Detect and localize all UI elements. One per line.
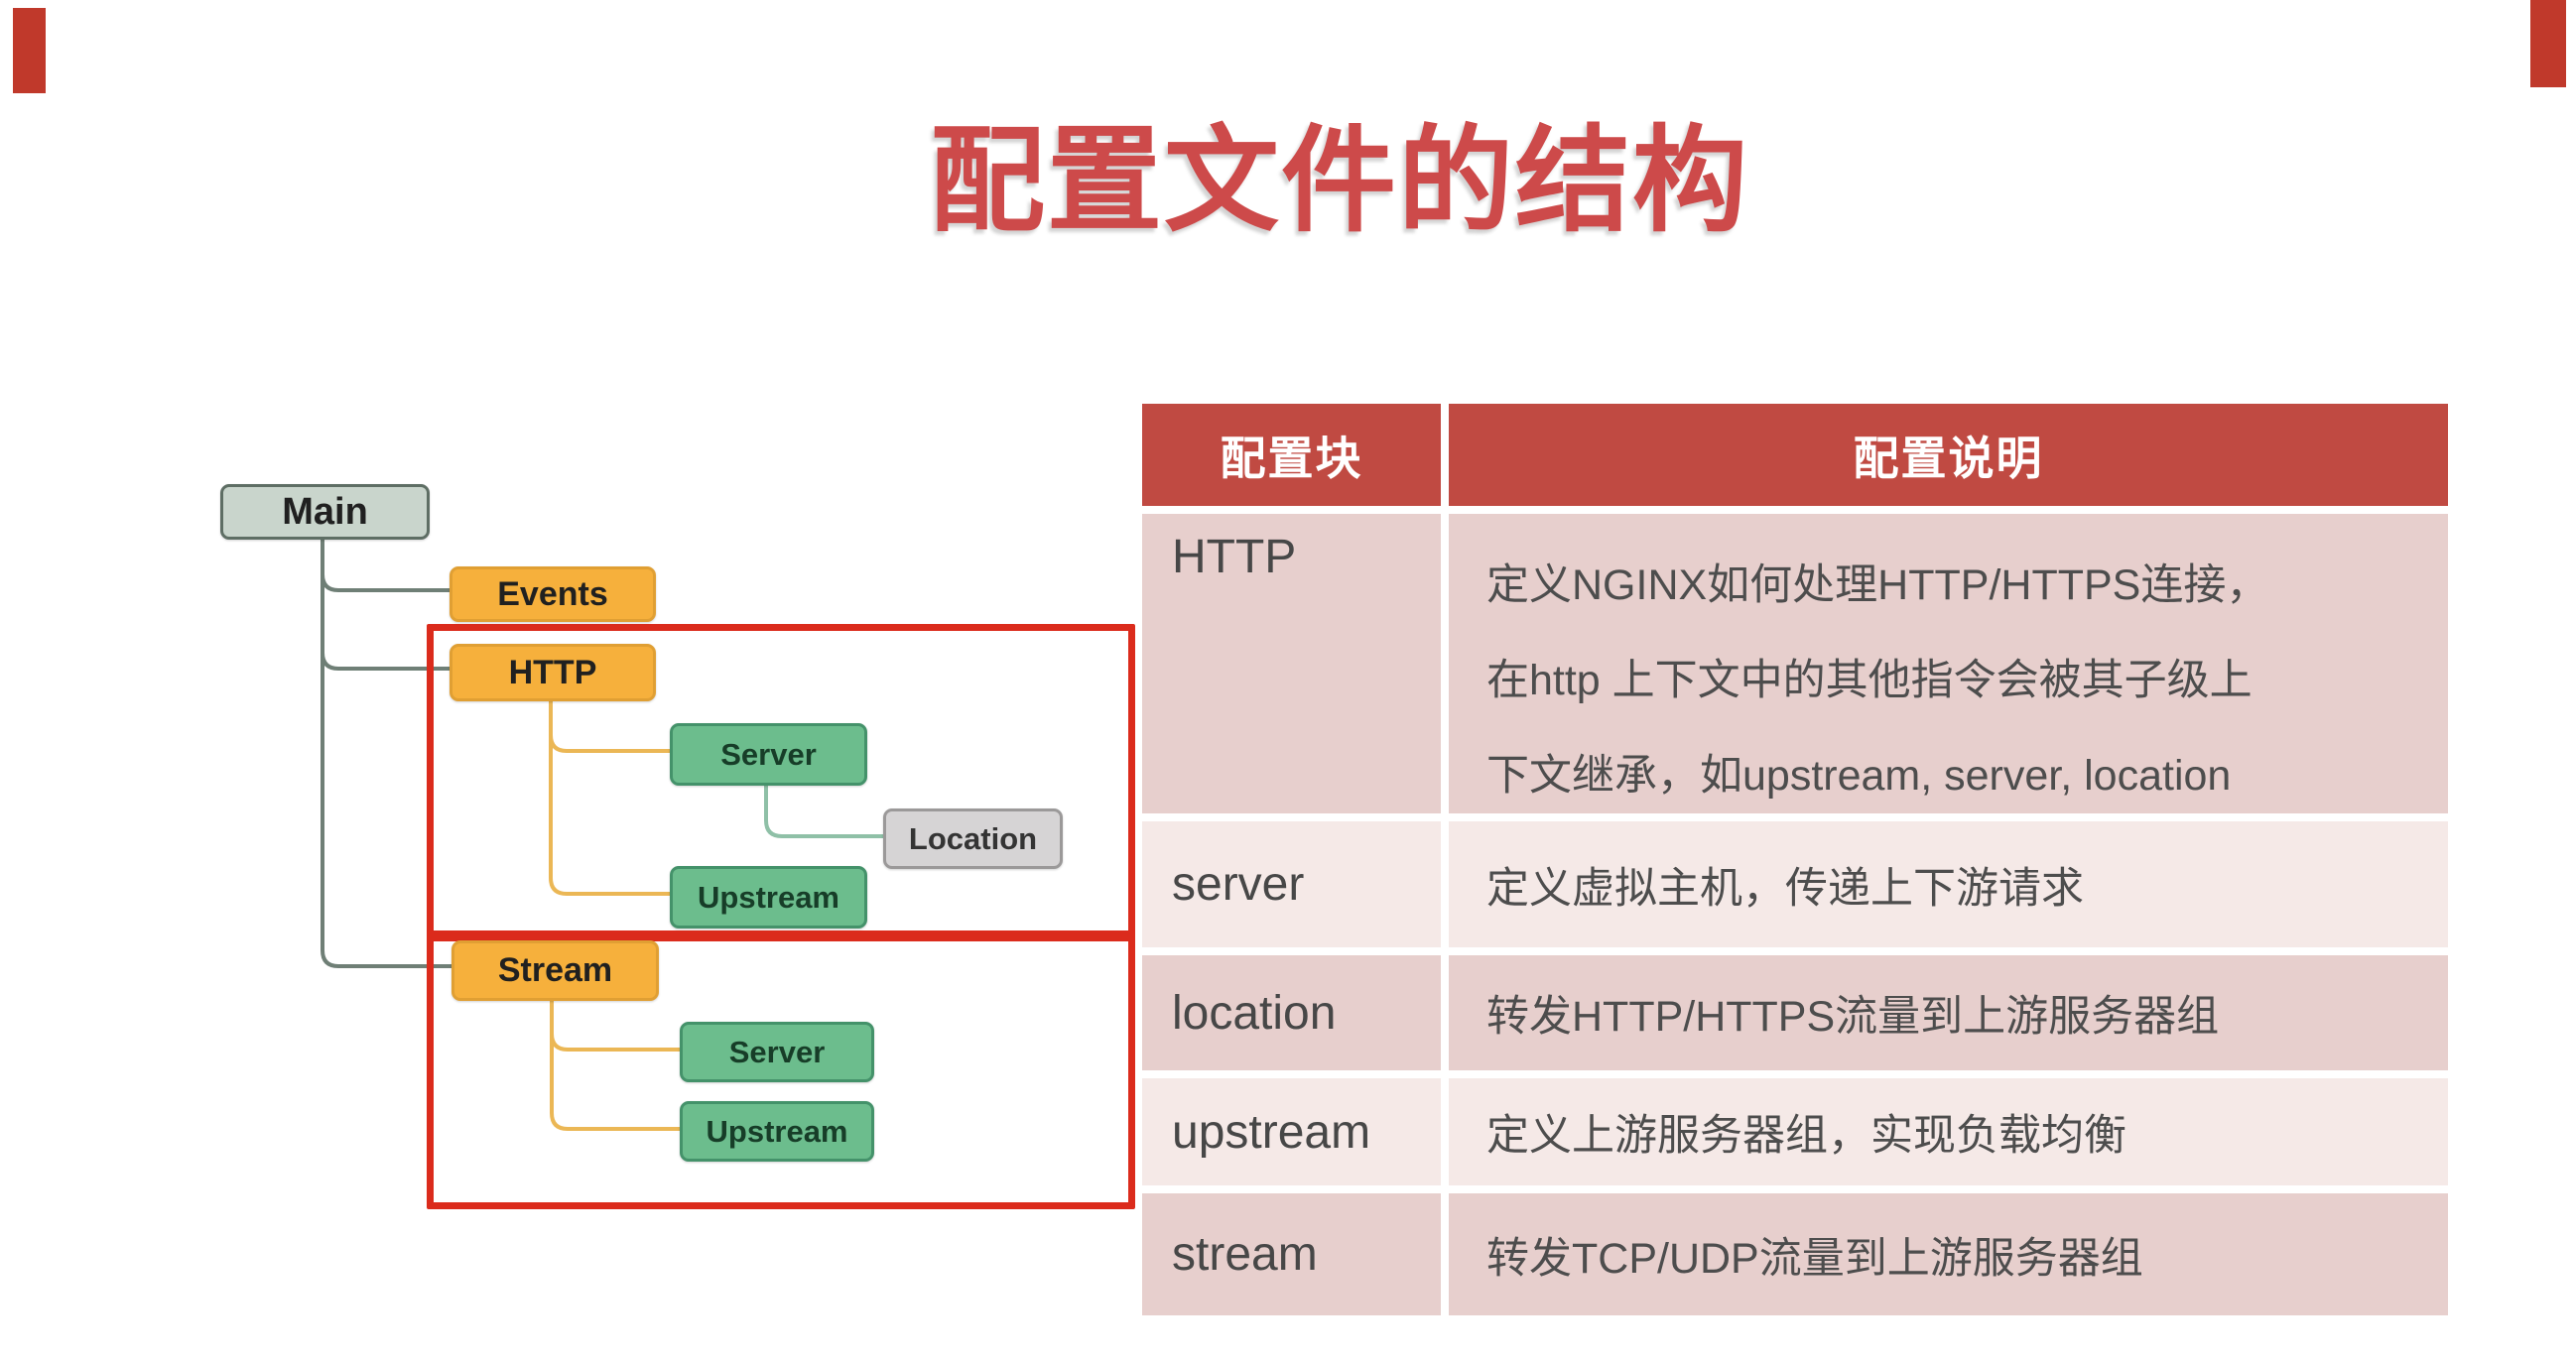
table-row-location-block: location [1142, 955, 1441, 1070]
tree-node-stream-upstream: Upstream [680, 1101, 874, 1162]
http-desc-line-2: 在http 上下文中的其他指令会被其子级上 [1486, 657, 2253, 704]
table-row-http-block: HTTP [1142, 514, 1441, 813]
stream-group-highlight-box [427, 930, 1135, 1209]
config-table: 配置块 配置说明 HTTP 定义NGINX如何处理HTTP/HTTPS连接， 在… [1142, 404, 2448, 1315]
tree-node-stream: Stream [451, 940, 659, 1001]
page-title: 配置文件的结构 [930, 116, 1749, 245]
table-header-block: 配置块 [1142, 404, 1441, 506]
left-edge-red-mark [13, 8, 46, 93]
tree-node-http: HTTP [450, 644, 656, 701]
tree-node-stream-server: Server [680, 1022, 874, 1082]
table-row-upstream-desc: 定义上游服务器组，实现负载均衡 [1449, 1078, 2448, 1185]
tree-node-events: Events [450, 566, 656, 622]
tree-node-http-upstream: Upstream [670, 866, 867, 929]
tree-node-http-server: Server [670, 723, 867, 786]
table-row-server-desc: 定义虚拟主机，传递上下游请求 [1449, 821, 2448, 947]
table-header-desc: 配置说明 [1449, 404, 2448, 506]
http-desc-line-3: 下文继承，如upstream, server, location [1486, 752, 2232, 800]
connector-main-events [321, 556, 450, 592]
table-row-stream-desc: 转发TCP/UDP流量到上游服务器组 [1449, 1193, 2448, 1315]
tree-node-main: Main [220, 484, 430, 540]
table-row-upstream-block: upstream [1142, 1078, 1441, 1185]
table-row-stream-block: stream [1142, 1193, 1441, 1315]
right-edge-red-mark [2530, 0, 2566, 87]
table-row-http-desc: 定义NGINX如何处理HTTP/HTTPS连接， 在http 上下文中的其他指令… [1449, 514, 2448, 813]
tree-node-location: Location [883, 808, 1063, 869]
table-row-server-block: server [1142, 821, 1441, 947]
table-row-location-desc: 转发HTTP/HTTPS流量到上游服务器组 [1449, 955, 2448, 1070]
http-desc-line-1: 定义NGINX如何处理HTTP/HTTPS连接， [1486, 561, 2269, 609]
